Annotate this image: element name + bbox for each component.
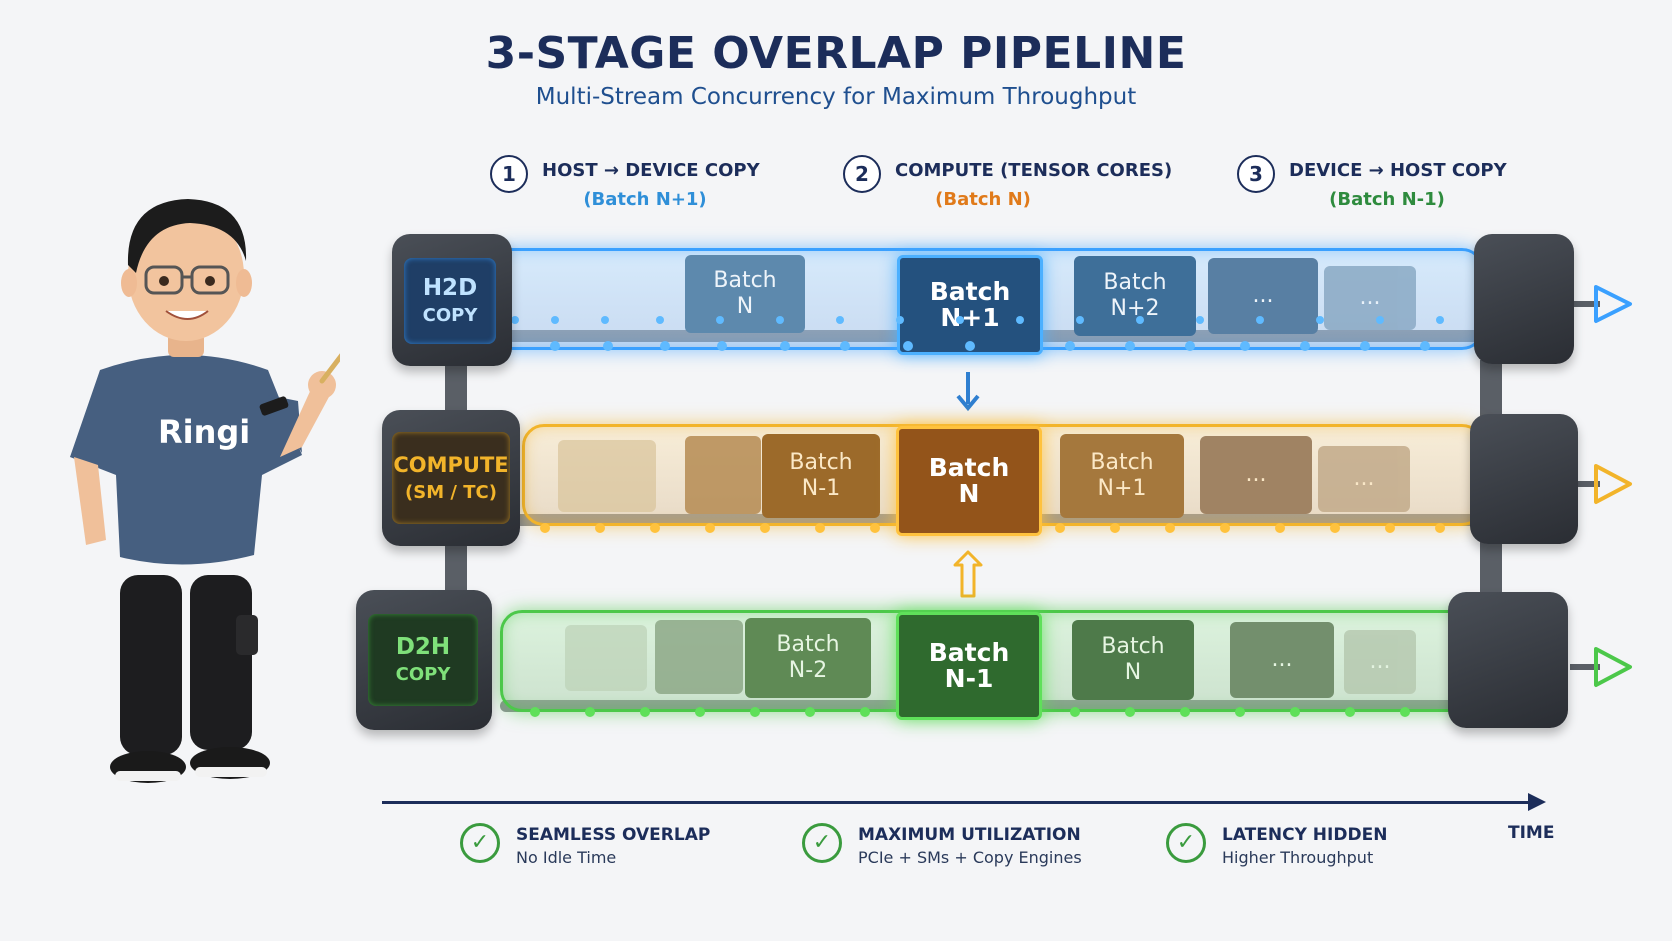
compute-box-batch-n-minus-1: Batch N-1 bbox=[762, 434, 880, 518]
box-label-line1: Batch bbox=[1103, 270, 1167, 295]
h2d-tag: H2D COPY bbox=[392, 234, 512, 366]
d2h-box-faded-1 bbox=[565, 625, 647, 691]
d2h-tag-line2: COPY bbox=[395, 664, 451, 685]
h2d-box-batch-n-plus-2: Batch N+2 bbox=[1074, 256, 1196, 336]
box-ellipsis: ... bbox=[1271, 647, 1293, 672]
benefit-subtitle: No Idle Time bbox=[516, 848, 617, 867]
benefit-title: LATENCY HIDDEN bbox=[1222, 825, 1388, 845]
box-label-line1: Batch bbox=[928, 638, 1010, 667]
box-ellipsis: ... bbox=[1245, 462, 1267, 487]
benefit-title: MAXIMUM UTILIZATION bbox=[858, 825, 1081, 845]
compute-end-cap bbox=[1470, 414, 1578, 544]
compute-box-faded-2 bbox=[685, 436, 761, 514]
h2d-tag-line1: H2D bbox=[422, 275, 478, 301]
time-axis bbox=[382, 801, 1534, 804]
output-arrow-compute-icon bbox=[1570, 464, 1632, 504]
d2h-box-batch-n-minus-1: Batch N-1 bbox=[896, 612, 1042, 720]
box-label-line1: Batch bbox=[1101, 634, 1165, 659]
compute-box-ellipsis-2: ... bbox=[1318, 446, 1410, 512]
output-arrow-h2d-icon bbox=[1570, 285, 1632, 323]
d2h-box-batch-n: Batch N bbox=[1072, 620, 1194, 700]
box-label-line1: Batch bbox=[713, 268, 777, 293]
box-label-line2: N bbox=[958, 479, 980, 508]
stage-batch-2: (Batch N) bbox=[935, 189, 1031, 210]
h2d-box-batch-n: Batch N bbox=[685, 255, 805, 333]
box-label-line2: N-1 bbox=[944, 664, 994, 693]
stage-number-2: 2 bbox=[843, 155, 881, 193]
check-circle-icon: ✓ bbox=[802, 823, 842, 863]
box-label-line1: Batch bbox=[776, 632, 840, 657]
d2h-box-faded-2 bbox=[655, 620, 743, 694]
mascot-presenter: Ringi bbox=[70, 199, 340, 783]
time-arrow-icon bbox=[1528, 793, 1546, 811]
box-label-line2: N bbox=[1124, 660, 1142, 685]
compute-box-ellipsis-1: ... bbox=[1200, 436, 1312, 514]
page-title: 3-STAGE OVERLAP PIPELINE bbox=[485, 28, 1187, 79]
box-label-line1: Batch bbox=[928, 453, 1010, 482]
stage-label-3: DEVICE → HOST COPY bbox=[1289, 160, 1507, 181]
box-ellipsis: ... bbox=[1353, 466, 1375, 491]
box-label-line2: N-1 bbox=[801, 476, 841, 501]
benefit-title: SEAMLESS OVERLAP bbox=[516, 825, 711, 845]
down-arrow-icon bbox=[956, 372, 980, 412]
h2d-box-batch-n-plus-1: Batch N+1 bbox=[897, 255, 1043, 355]
stage-label-1: HOST → DEVICE COPY bbox=[542, 160, 760, 181]
compute-tag: COMPUTE (SM / TC) bbox=[382, 410, 520, 546]
d2h-tag: D2H COPY bbox=[356, 590, 492, 730]
stage-label-2: COMPUTE (TENSOR CORES) bbox=[895, 160, 1173, 181]
compute-box-faded-1 bbox=[558, 440, 656, 512]
box-label-line1: Batch bbox=[1090, 450, 1154, 475]
compute-box-batch-n: Batch N bbox=[896, 426, 1042, 536]
d2h-box-ellipsis-1: ... bbox=[1230, 622, 1334, 698]
box-label-line2: N+1 bbox=[940, 303, 1000, 332]
box-ellipsis: ... bbox=[1369, 649, 1391, 674]
time-label: TIME bbox=[1508, 823, 1555, 843]
stage-batch-3: (Batch N-1) bbox=[1329, 189, 1445, 210]
box-label-line2: N+1 bbox=[1097, 476, 1147, 501]
benefit-subtitle: PCIe + SMs + Copy Engines bbox=[858, 848, 1082, 867]
box-label-line2: N bbox=[736, 294, 754, 319]
h2d-tag-line2: COPY bbox=[422, 305, 478, 326]
page-subtitle: Multi-Stream Concurrency for Maximum Thr… bbox=[535, 84, 1137, 110]
box-label-line2: N-2 bbox=[788, 658, 828, 683]
box-label-line1: Batch bbox=[929, 277, 1011, 306]
h2d-end-cap bbox=[1474, 234, 1574, 364]
box-ellipsis: ... bbox=[1252, 283, 1274, 308]
d2h-end-cap bbox=[1448, 592, 1568, 728]
up-arrow-icon bbox=[953, 550, 983, 598]
stage-number-3: 3 bbox=[1237, 155, 1275, 193]
stage-batch-1: (Batch N+1) bbox=[583, 189, 707, 210]
h2d-box-ellipsis-2: ... bbox=[1324, 266, 1416, 330]
check-circle-icon: ✓ bbox=[1166, 823, 1206, 863]
output-arrow-d2h-icon bbox=[1570, 647, 1632, 687]
d2h-box-batch-n-minus-2: Batch N-2 bbox=[745, 618, 871, 698]
d2h-box-ellipsis-2: ... bbox=[1344, 630, 1416, 694]
compute-tag-line2: (SM / TC) bbox=[405, 482, 497, 503]
compute-box-batch-n-plus-1: Batch N+1 bbox=[1060, 434, 1184, 518]
compute-tag-line1: COMPUTE bbox=[393, 453, 509, 477]
benefit-subtitle: Higher Throughput bbox=[1222, 848, 1374, 867]
shirt-logo: Ringi bbox=[158, 413, 250, 451]
box-ellipsis: ... bbox=[1359, 285, 1381, 310]
stage-number-1: 1 bbox=[490, 155, 528, 193]
check-circle-icon: ✓ bbox=[460, 823, 500, 863]
box-label-line1: Batch bbox=[789, 450, 853, 475]
d2h-tag-line1: D2H bbox=[395, 634, 451, 660]
box-label-line2: N+2 bbox=[1110, 296, 1160, 321]
